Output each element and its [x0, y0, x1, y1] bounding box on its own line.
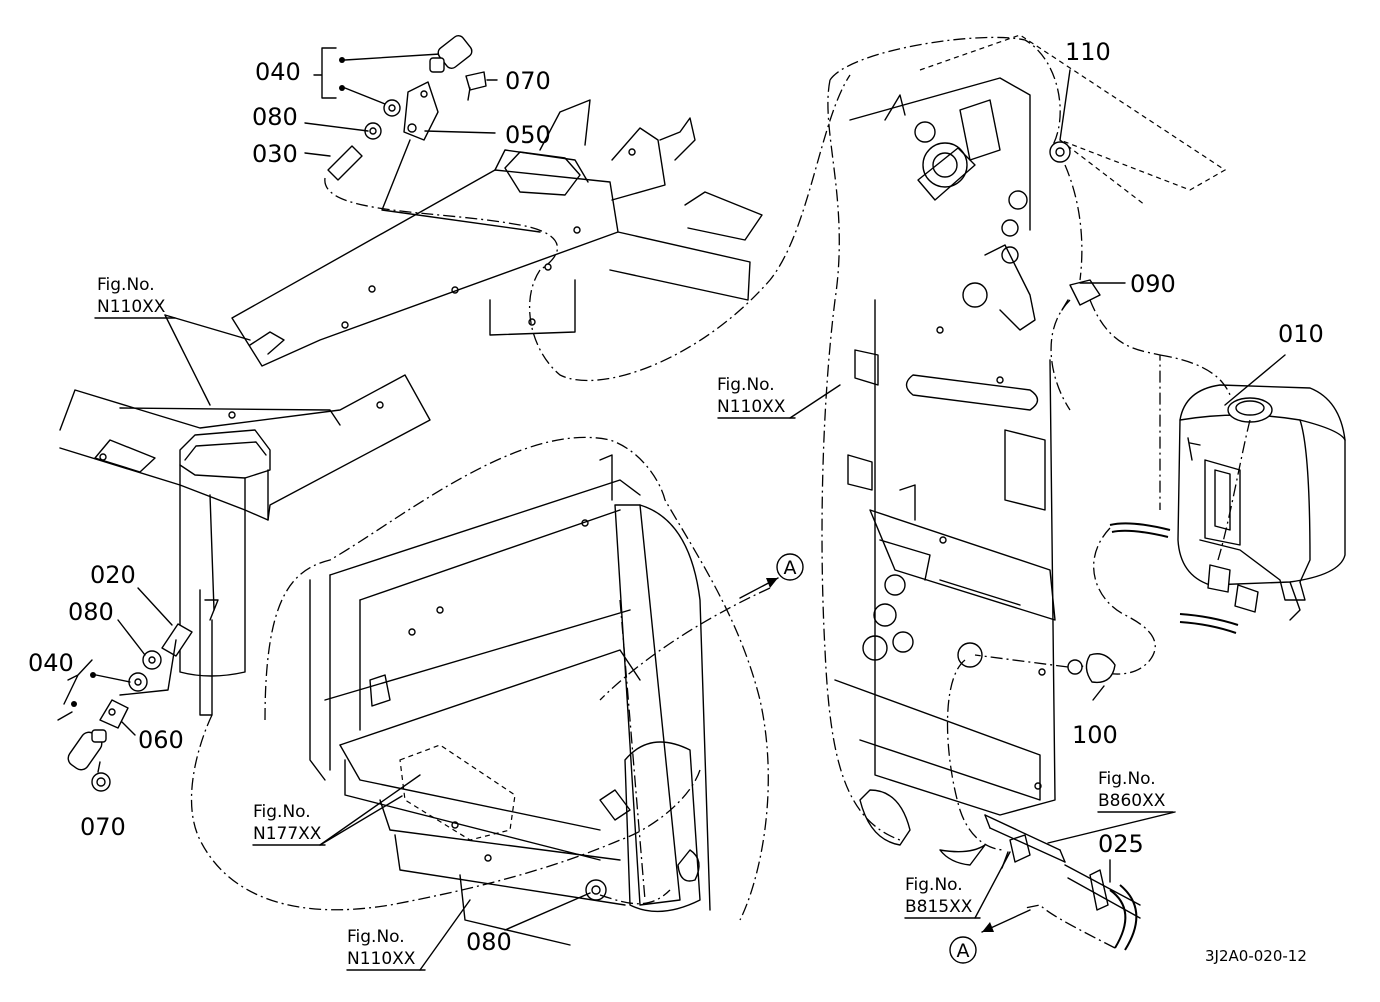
fig-ref-b860: B860XX — [1098, 791, 1166, 811]
label-part-060: 060 — [138, 726, 184, 754]
right-small-parts — [946, 141, 1141, 951]
connection-marker-a-lower: A — [949, 936, 977, 964]
label-part-025: 025 — [1098, 830, 1144, 858]
fig-no-label: Fig.No. — [97, 275, 155, 295]
fig-no-label: Fig.No. — [905, 875, 963, 895]
center-box-frame — [264, 436, 769, 946]
marker-a-upper-text: A — [784, 557, 797, 579]
fig-ref-b815: B815XX — [905, 897, 973, 917]
label-part-010: 010 — [1278, 320, 1324, 348]
fig-no-label: Fig.No. — [347, 927, 405, 947]
label-part-110: 110 — [1065, 38, 1111, 66]
part-number-labels: 040 070 080 050 030 110 090 010 020 080 … — [28, 38, 1324, 956]
label-part-040-left: 040 — [28, 649, 74, 677]
left-small-parts — [57, 587, 193, 792]
label-part-030: 030 — [252, 140, 298, 168]
figure-reference-labels: Fig.No. N110XX Fig.No. N110XX Fig.No. N1… — [97, 275, 1166, 969]
marker-a-lower-text: A — [957, 940, 970, 962]
fig-ref-n110-bottom: N110XX — [347, 949, 416, 969]
fig-no-label: Fig.No. — [717, 375, 775, 395]
fig-ref-n177: N177XX — [253, 824, 322, 844]
label-part-080-bottom: 080 — [466, 928, 512, 956]
label-part-070-top: 070 — [505, 67, 551, 95]
label-part-090: 090 — [1130, 270, 1176, 298]
fig-no-label: Fig.No. — [1098, 769, 1156, 789]
left-frame-assembly — [59, 374, 431, 716]
fig-ref-n110-center: N110XX — [717, 397, 786, 417]
drawing-code: 3J2A0-020-12 — [1205, 947, 1307, 965]
label-part-050: 050 — [505, 121, 551, 149]
label-part-020: 020 — [90, 561, 136, 589]
fig-ref-n110-upper-left: N110XX — [97, 297, 166, 317]
washer-tank — [1079, 299, 1346, 675]
label-part-070-bottom: 070 — [80, 813, 126, 841]
upper-small-parts — [304, 35, 559, 271]
label-part-040-top: 040 — [255, 58, 301, 86]
label-part-080-left: 080 — [68, 598, 114, 626]
connection-marker-a-upper: A — [776, 553, 804, 581]
label-part-080-top: 080 — [252, 103, 298, 131]
connector-lines — [94, 69, 1286, 971]
upper-frame-assembly — [231, 99, 763, 367]
label-part-100: 100 — [1072, 721, 1118, 749]
fig-no-label: Fig.No. — [253, 802, 311, 822]
dash-panel-assembly — [821, 34, 1227, 866]
